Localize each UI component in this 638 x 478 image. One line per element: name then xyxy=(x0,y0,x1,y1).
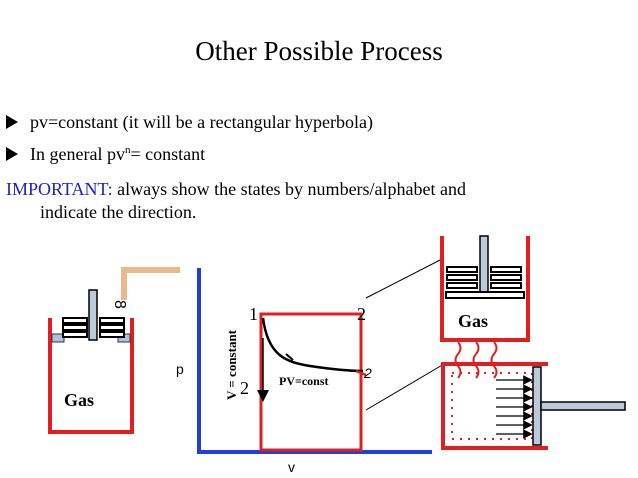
left-cylinder-wall xyxy=(48,318,134,434)
curve-tick xyxy=(285,353,294,361)
bullet2-exponent: n xyxy=(124,144,131,156)
heat-wave-icon xyxy=(472,341,480,379)
heat-wave-icon xyxy=(454,341,462,379)
arrow-bullet-icon xyxy=(6,147,18,161)
axis-v-label: v xyxy=(288,459,295,475)
curve-end-mark xyxy=(355,369,367,377)
axis-p-label: p xyxy=(176,361,184,377)
process-rectangle xyxy=(259,312,363,452)
right-gas-label: Gas xyxy=(458,311,488,331)
bullet-pv-constant: pv=constant (it will be a rectangular hy… xyxy=(6,112,373,133)
important-line-2: indicate the direction. xyxy=(40,202,197,222)
right-bottom-cylinder xyxy=(441,362,626,450)
v-constant-label: V = constant xyxy=(224,329,239,400)
bullet-general-pvn: In general pvn= constant xyxy=(6,144,205,165)
slide-title: Other Possible Process xyxy=(195,36,443,66)
state-2-top-label: 2 xyxy=(357,304,366,324)
important-label: IMPORTANT: xyxy=(6,179,113,199)
zoom-line-top xyxy=(365,257,445,299)
horizontal-piston xyxy=(532,366,542,446)
pv-const-label: PV=const xyxy=(279,374,329,388)
hyperbola-curve xyxy=(261,317,364,373)
right-top-cylinder: Gas xyxy=(440,235,530,379)
right-piston-rod xyxy=(479,235,489,297)
horizontal-cylinder-wall xyxy=(441,362,548,450)
right-piston-stack xyxy=(445,266,525,299)
state-1-label: 1 xyxy=(249,304,258,324)
pv-diagram: p v V = constant 1 2 2 2 PV=const xyxy=(176,257,445,475)
left-brace xyxy=(121,267,180,300)
bullet1-text: pv=constant (it will be a rectangular hy… xyxy=(30,112,374,132)
zoom-line-bottom xyxy=(365,363,445,411)
important-line-1: IMPORTANT: always show the states by num… xyxy=(6,179,466,200)
left-gas-label: Gas xyxy=(64,390,94,410)
bullet2-text-before: In general pv xyxy=(30,144,125,164)
arrow-bullet-icon xyxy=(6,115,18,129)
horizontal-piston-rod xyxy=(540,401,626,411)
left-cylinder: 8 Gas xyxy=(48,267,180,434)
bullet2-text-after: = constant xyxy=(130,144,206,164)
important-text-1: always show the states by numbers/alphab… xyxy=(112,179,467,199)
right-cylinder-wall xyxy=(440,236,530,342)
gas-boundary xyxy=(451,372,533,440)
state-2-left-label: 2 xyxy=(240,378,249,398)
state-2-curve-label: 2 xyxy=(363,365,372,381)
left-piston-mark: 8 xyxy=(111,300,128,309)
left-piston-stack xyxy=(62,289,125,341)
pressure-arrows-icon xyxy=(496,375,533,439)
heat-wave-icon xyxy=(490,341,498,379)
